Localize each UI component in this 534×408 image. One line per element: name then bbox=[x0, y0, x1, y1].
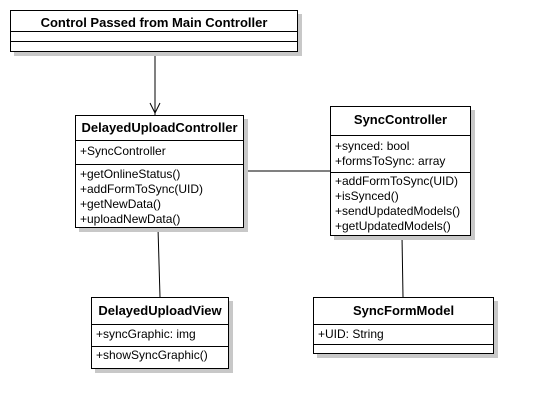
class-operations-section bbox=[314, 344, 493, 345]
class-operation: +getUpdatedModels() bbox=[335, 219, 451, 233]
class-attributes-section: +UID: String bbox=[314, 324, 493, 344]
class-operation: +showSyncGraphic() bbox=[96, 348, 208, 362]
class-attributes-section bbox=[11, 31, 297, 41]
class-attributes-section: +syncGraphic: img bbox=[92, 324, 228, 346]
class-name: SyncController bbox=[353, 112, 448, 127]
delayed-controller-to-view-connector bbox=[157, 227, 161, 298]
class-box-delayed-upload-view: DelayedUploadView +syncGraphic: img +sho… bbox=[91, 297, 229, 369]
class-attribute: +syncGraphic: img bbox=[96, 327, 196, 341]
class-attributes-section: +synced: bool +formsToSync: array bbox=[331, 135, 470, 172]
class-operation: +getOnlineStatus() bbox=[80, 167, 181, 181]
class-attribute: +SyncController bbox=[80, 144, 166, 158]
class-attribute: +formsToSync: array bbox=[335, 154, 446, 168]
class-attribute: +synced: bool bbox=[335, 139, 410, 153]
class-name: SyncFormModel bbox=[352, 303, 455, 318]
class-name: DelayedUploadView bbox=[98, 303, 222, 318]
class-operations-section: +addFormToSync(UID) +isSynced() +sendUpd… bbox=[331, 172, 470, 234]
class-operations-section: +showSyncGraphic() bbox=[92, 346, 228, 363]
class-name: Control Passed from Main Controller bbox=[40, 15, 268, 30]
class-attributes-section: +SyncController bbox=[76, 140, 243, 164]
class-operations-section: +getOnlineStatus() +addFormToSync(UID) +… bbox=[76, 164, 243, 227]
class-box-main-controller: Control Passed from Main Controller bbox=[10, 10, 298, 52]
class-operation: +getNewData() bbox=[80, 197, 162, 211]
sync-controller-to-form-model-connector bbox=[401, 235, 404, 298]
class-box-delayed-upload-controller: DelayedUploadController +SyncController … bbox=[75, 115, 244, 228]
class-operation: +isSynced() bbox=[335, 189, 399, 203]
class-operation: +addFormToSync(UID) bbox=[80, 182, 204, 196]
class-attribute: +UID: String bbox=[318, 327, 384, 341]
class-operations-section bbox=[11, 41, 297, 51]
class-name: DelayedUploadController bbox=[81, 120, 238, 135]
class-box-sync-form-model: SyncFormModel +UID: String bbox=[313, 297, 494, 354]
class-box-sync-controller: SyncController +synced: bool +formsToSyn… bbox=[330, 106, 471, 236]
class-operation: +addFormToSync(UID) bbox=[335, 174, 459, 188]
navigability-arrowhead bbox=[149, 102, 161, 115]
class-operation: +sendUpdatedModels() bbox=[335, 204, 461, 218]
class-operation: +uploadNewData() bbox=[80, 212, 181, 226]
